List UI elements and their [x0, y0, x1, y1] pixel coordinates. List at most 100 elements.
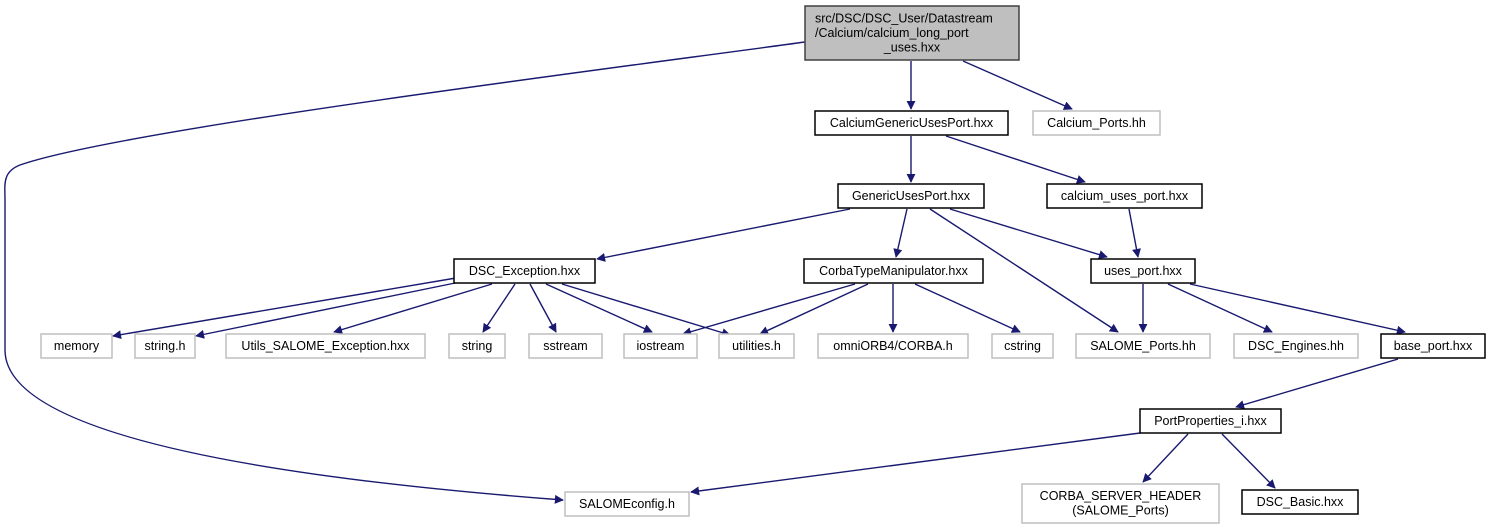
node-box	[991, 333, 1054, 359]
node-label: DSC_Engines.hh	[1248, 339, 1344, 353]
node-cup[interactable]: calcium_uses_port.hxx	[1046, 183, 1203, 209]
node-sstream: sstream	[528, 333, 603, 359]
edge-dscexc-to-utilities	[561, 283, 731, 337]
node-label: iostream	[637, 339, 685, 353]
node-usesport[interactable]: uses_port.hxx	[1090, 258, 1196, 284]
node-box	[803, 258, 984, 284]
edge-cgup-to-cup	[945, 135, 1086, 184]
edge-root-to-calports	[962, 60, 1073, 110]
node-box	[134, 333, 196, 359]
node-iostream: iostream	[623, 333, 698, 359]
node-cstring: cstring	[991, 333, 1054, 359]
node-dscexc[interactable]: DSC_Exception.hxx	[453, 258, 596, 284]
node-label: _uses.hxx	[883, 40, 941, 54]
node-label: (SALOME_Ports)	[1072, 504, 1169, 518]
edge-baseport-to-portprops	[1235, 358, 1399, 410]
node-box	[817, 333, 969, 359]
node-box	[528, 333, 603, 359]
edge-dscexc-to-iostream	[545, 283, 653, 333]
node-box	[225, 333, 426, 359]
node-box	[837, 183, 985, 209]
node-box	[1075, 333, 1211, 359]
node-label: /Calcium/calcium_long_port	[815, 26, 969, 40]
edge-gup-to-dscexc	[596, 208, 851, 262]
node-utilities: utilities.h	[718, 333, 795, 359]
node-box	[718, 333, 795, 359]
node-box	[40, 333, 113, 359]
node-label: Utils_SALOME_Exception.hxx	[241, 339, 410, 353]
node-corbaserver: CORBA_SERVER_HEADER(SALOME_Ports)	[1021, 483, 1220, 524]
node-utilsexc: Utils_SALOME_Exception.hxx	[225, 333, 426, 359]
edge-dscexc-to-memory	[112, 277, 457, 340]
node-box	[814, 110, 1009, 136]
node-box	[1032, 110, 1161, 136]
edge-root-to-salomeconfig	[4, 41, 806, 504]
node-label: calcium_uses_port.hxx	[1061, 189, 1189, 203]
node-box	[1233, 333, 1359, 359]
node-box	[1380, 333, 1486, 359]
edge-usesport-to-baseport	[1189, 283, 1406, 335]
node-stringh: string.h	[134, 333, 196, 359]
node-label: CORBA_SERVER_HEADER	[1040, 489, 1202, 503]
node-label: omniORB4/CORBA.h	[833, 339, 953, 353]
edge-ctm-to-utilities	[759, 283, 869, 335]
node-label: CorbaTypeManipulator.hxx	[819, 264, 968, 278]
node-box	[1046, 183, 1203, 209]
node-label: Calcium_Ports.hh	[1047, 116, 1146, 130]
node-box	[1139, 408, 1282, 434]
node-box	[804, 5, 1020, 61]
node-calports: Calcium_Ports.hh	[1032, 110, 1161, 136]
node-gup[interactable]: GenericUsesPort.hxx	[837, 183, 985, 209]
node-salomeconfig: SALOMEconfig.h	[564, 491, 690, 517]
edge-ctm-to-iostream	[682, 283, 856, 337]
node-cgup[interactable]: CalciumGenericUsesPort.hxx	[814, 110, 1009, 136]
node-label: utilities.h	[732, 339, 781, 353]
edge-usesport-to-dscengines	[1167, 283, 1273, 333]
node-label: base_port.hxx	[1394, 339, 1473, 353]
node-label: cstring	[1004, 339, 1041, 353]
edge-portprops-to-salomeconfig	[690, 432, 1141, 496]
edge-ctm-to-cstring	[914, 283, 1021, 333]
node-root[interactable]: src/DSC/DSC_User/Datastream/Calcium/calc…	[804, 5, 1020, 61]
edge-gup-to-usesport	[949, 208, 1108, 259]
node-memory: memory	[40, 333, 113, 359]
edge-portprops-to-corbaserver	[1142, 433, 1189, 483]
node-label: GenericUsesPort.hxx	[852, 189, 971, 203]
nodes-layer: src/DSC/DSC_User/Datastream/Calcium/calc…	[40, 5, 1486, 524]
node-box	[453, 258, 596, 284]
node-box	[623, 333, 698, 359]
edge-dscexc-to-sstream	[529, 283, 557, 333]
node-label: sstream	[543, 339, 587, 353]
edges-layer	[4, 41, 1406, 504]
edge-gup-to-ctm	[893, 208, 908, 258]
edge-portprops-to-dscbasic	[1221, 433, 1276, 489]
node-label: SALOME_Ports.hh	[1090, 339, 1196, 353]
node-baseport[interactable]: base_port.hxx	[1380, 333, 1486, 359]
node-label: memory	[54, 339, 100, 353]
edge-dscexc-to-utilsexc	[333, 283, 493, 334]
node-label: src/DSC/DSC_User/Datastream	[815, 11, 993, 25]
node-label: string.h	[145, 339, 186, 353]
edge-dscexc-to-string	[482, 283, 516, 333]
node-portprops[interactable]: PortProperties_i.hxx	[1139, 408, 1282, 434]
node-box	[1241, 489, 1359, 515]
edge-gup-to-salomeports	[929, 208, 1119, 333]
node-label: CalciumGenericUsesPort.hxx	[830, 116, 994, 130]
node-ctm[interactable]: CorbaTypeManipulator.hxx	[803, 258, 984, 284]
node-label: DSC_Exception.hxx	[469, 264, 581, 278]
node-dscengines: DSC_Engines.hh	[1233, 333, 1359, 359]
node-label: uses_port.hxx	[1104, 264, 1183, 278]
edge-dscexc-to-stringh	[195, 281, 461, 339]
node-label: string	[462, 339, 493, 353]
node-label: PortProperties_i.hxx	[1154, 414, 1267, 428]
node-box	[1021, 483, 1220, 524]
node-salomeports: SALOME_Ports.hh	[1075, 333, 1211, 359]
node-label: SALOMEconfig.h	[579, 497, 675, 511]
node-box	[1090, 258, 1196, 284]
node-box	[564, 491, 690, 517]
edge-cup-to-usesport	[1128, 208, 1141, 258]
node-string: string	[448, 333, 506, 359]
node-dscbasic[interactable]: DSC_Basic.hxx	[1241, 489, 1359, 515]
node-omniorb: omniORB4/CORBA.h	[817, 333, 969, 359]
